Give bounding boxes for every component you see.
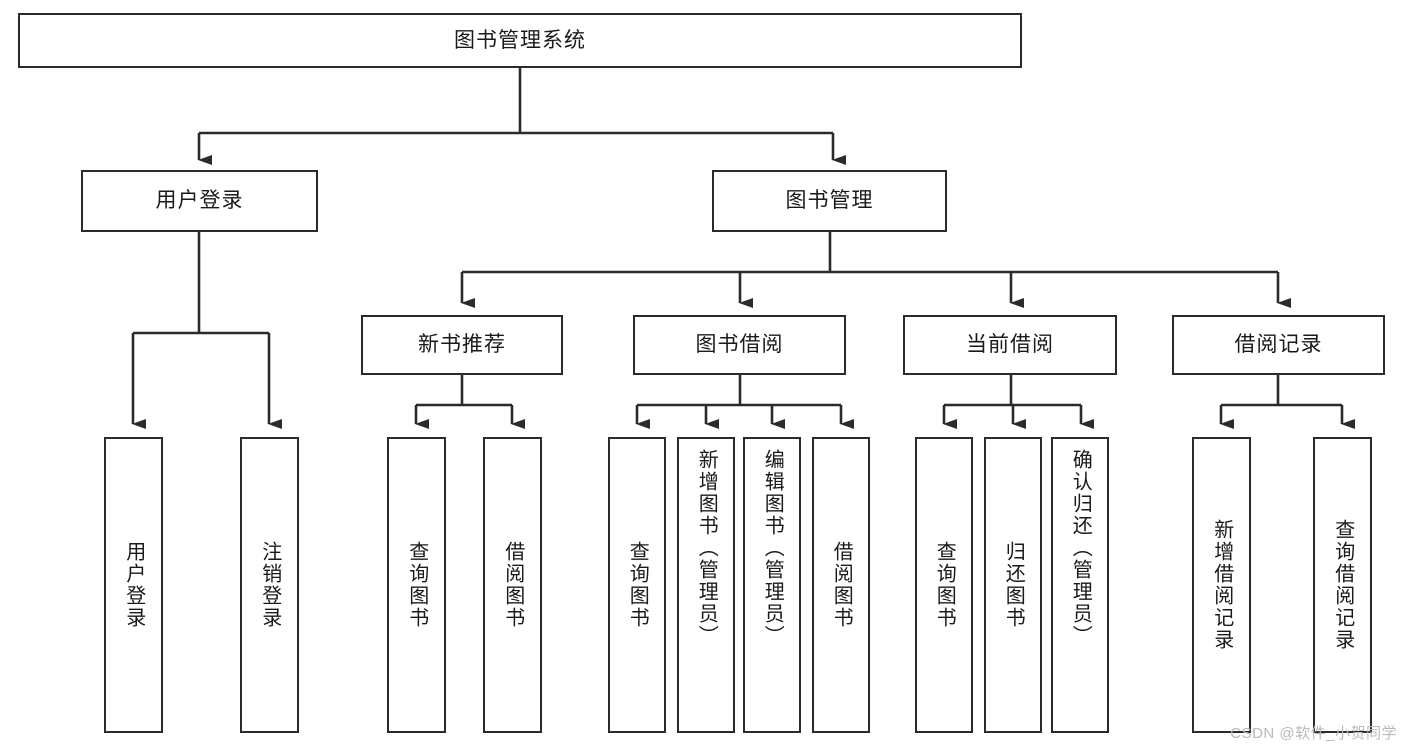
node-new-book-rec-label: 新书推荐	[418, 333, 506, 357]
node-leaf-user-login-label: 用户登录	[122, 541, 145, 629]
node-leaf-return-book[interactable]: 归还图书	[984, 437, 1042, 733]
node-root-label: 图书管理系统	[454, 28, 586, 52]
node-new-book-rec[interactable]: 新书推荐	[361, 315, 563, 375]
node-leaf-borrow-book-2[interactable]: 借阅图书	[812, 437, 870, 733]
node-leaf-borrow-book-1[interactable]: 借阅图书	[483, 437, 542, 733]
node-leaf-query-book-1[interactable]: 查询图书	[387, 437, 446, 733]
node-leaf-query-book-2[interactable]: 查询图书	[608, 437, 666, 733]
node-leaf-add-record-label: 新增借阅记录	[1210, 519, 1233, 651]
node-leaf-query-book-3[interactable]: 查询图书	[915, 437, 973, 733]
node-leaf-user-logout-label: 注销登录	[258, 541, 281, 629]
node-leaf-borrow-book-2-label: 借阅图书	[830, 541, 853, 629]
node-root[interactable]: 图书管理系统	[18, 13, 1022, 68]
node-user-login[interactable]: 用户登录	[81, 170, 318, 232]
node-leaf-add-record[interactable]: 新增借阅记录	[1192, 437, 1251, 733]
node-user-login-label: 用户登录	[155, 189, 244, 213]
node-leaf-confirm-return[interactable]: 确认归还（管理员）	[1051, 437, 1109, 733]
node-leaf-borrow-book-1-label: 借阅图书	[501, 541, 524, 629]
node-leaf-query-book-3-label: 查询图书	[933, 541, 956, 629]
node-leaf-edit-book[interactable]: 编辑图书（管理员）	[743, 437, 801, 733]
node-borrow-record-label: 借阅记录	[1234, 333, 1323, 357]
node-leaf-query-book-2-label: 查询图书	[626, 541, 649, 629]
node-leaf-query-book-1-label: 查询图书	[405, 541, 428, 629]
node-book-manage[interactable]: 图书管理	[712, 170, 947, 232]
node-book-borrow[interactable]: 图书借阅	[633, 315, 846, 375]
node-leaf-user-login[interactable]: 用户登录	[104, 437, 163, 733]
node-current-borrow-label: 当前借阅	[966, 333, 1054, 357]
node-current-borrow[interactable]: 当前借阅	[903, 315, 1117, 375]
node-leaf-user-logout[interactable]: 注销登录	[240, 437, 299, 733]
node-leaf-query-record-label: 查询借阅记录	[1331, 519, 1354, 651]
node-leaf-add-book[interactable]: 新增图书（管理员）	[677, 437, 735, 733]
node-leaf-add-book-label: 新增图书（管理员）	[695, 449, 718, 647]
node-leaf-edit-book-label: 编辑图书（管理员）	[761, 449, 784, 647]
node-book-manage-label: 图书管理	[785, 189, 874, 213]
node-leaf-confirm-return-label: 确认归还（管理员）	[1069, 449, 1092, 647]
node-borrow-record[interactable]: 借阅记录	[1172, 315, 1385, 375]
node-leaf-query-record[interactable]: 查询借阅记录	[1313, 437, 1372, 733]
node-book-borrow-label: 图书借阅	[695, 333, 784, 357]
node-leaf-return-book-label: 归还图书	[1002, 541, 1025, 629]
